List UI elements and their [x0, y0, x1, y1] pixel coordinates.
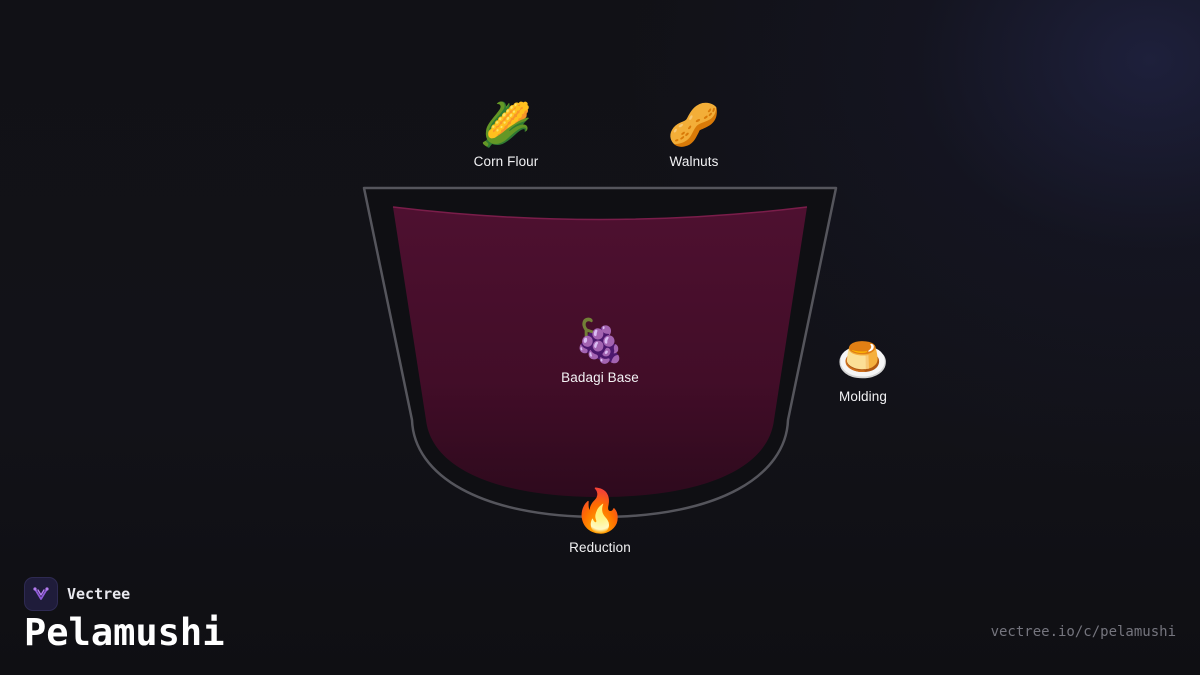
- peanut-icon: 🥜: [667, 100, 721, 149]
- node-corn-flour[interactable]: 🌽 Corn Flour: [436, 100, 576, 169]
- node-label: Badagi Base: [561, 370, 639, 385]
- vessel-liquid: [393, 207, 807, 497]
- page-url[interactable]: vectree.io/c/pelamushi: [990, 624, 1176, 640]
- node-walnuts[interactable]: 🥜 Walnuts: [624, 100, 764, 169]
- page-title: Pelamushi: [24, 611, 225, 654]
- corn-icon: 🌽: [479, 100, 533, 149]
- vectree-fork-icon: [24, 577, 58, 611]
- node-label: Reduction: [569, 540, 631, 555]
- custard-icon: 🍮: [836, 335, 890, 384]
- node-reduction[interactable]: 🔥 Reduction: [530, 486, 670, 555]
- brand-name: Vectree: [67, 585, 131, 603]
- liquid-surface: [392, 206, 808, 221]
- node-badagi-base[interactable]: 🍇 Badagi Base: [530, 316, 670, 385]
- node-label: Walnuts: [669, 154, 719, 169]
- fire-icon: 🔥: [573, 486, 627, 535]
- brand[interactable]: Vectree: [24, 577, 130, 611]
- node-molding[interactable]: 🍮 Molding: [793, 335, 933, 404]
- node-label: Corn Flour: [473, 154, 539, 169]
- grapes-icon: 🍇: [573, 316, 627, 365]
- node-label: Molding: [839, 389, 887, 404]
